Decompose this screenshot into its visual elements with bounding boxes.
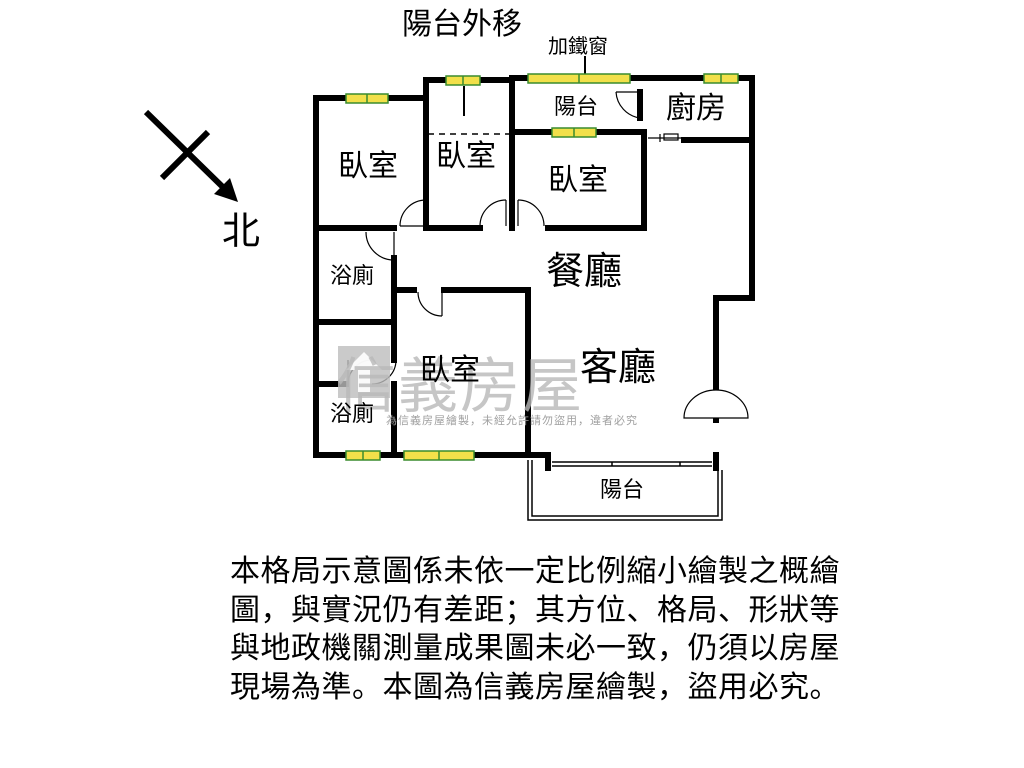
- room-balcony-top: 陽台: [554, 95, 599, 120]
- room-kitchen: 廚房: [666, 91, 726, 126]
- room-bedroom-nw: 臥室: [338, 149, 398, 184]
- room-bath-1: 浴廁: [330, 264, 375, 289]
- walls: [313, 75, 755, 471]
- room-living: 客廳: [580, 345, 657, 389]
- watermark-notice: 為信義房屋繪製，未經允許請勿盜用，違者必究: [386, 414, 638, 427]
- north-label: 北: [222, 209, 261, 253]
- watermark-brand: 信義房屋: [336, 352, 584, 422]
- floor-plan-drawing: [143, 56, 755, 521]
- room-bath-2: 浴廁: [330, 402, 375, 427]
- balcony-bottom-outline: [527, 460, 723, 521]
- room-bedroom-ne: 臥室: [548, 163, 608, 198]
- room-balcony-bottom: 陽台: [600, 478, 645, 503]
- annotation-iron-window: 加鐵窗: [548, 34, 608, 58]
- room-dining: 餐廳: [546, 249, 623, 293]
- sliding-door: [648, 133, 686, 142]
- room-bedroom-mid: 臥室: [436, 139, 496, 174]
- room-bedroom-sw: 臥室: [420, 353, 480, 388]
- windows: [345, 73, 739, 461]
- brand-logo-icon: [338, 346, 390, 398]
- annotation-balcony-moved: 陽台外移: [402, 7, 522, 42]
- disclaimer-text: 本格局示意圖係未依一定比例縮小繪製之概繪圖，與實況仍有差距；其方位、格局、形狀等…: [230, 554, 840, 705]
- north-compass-icon: [143, 109, 238, 202]
